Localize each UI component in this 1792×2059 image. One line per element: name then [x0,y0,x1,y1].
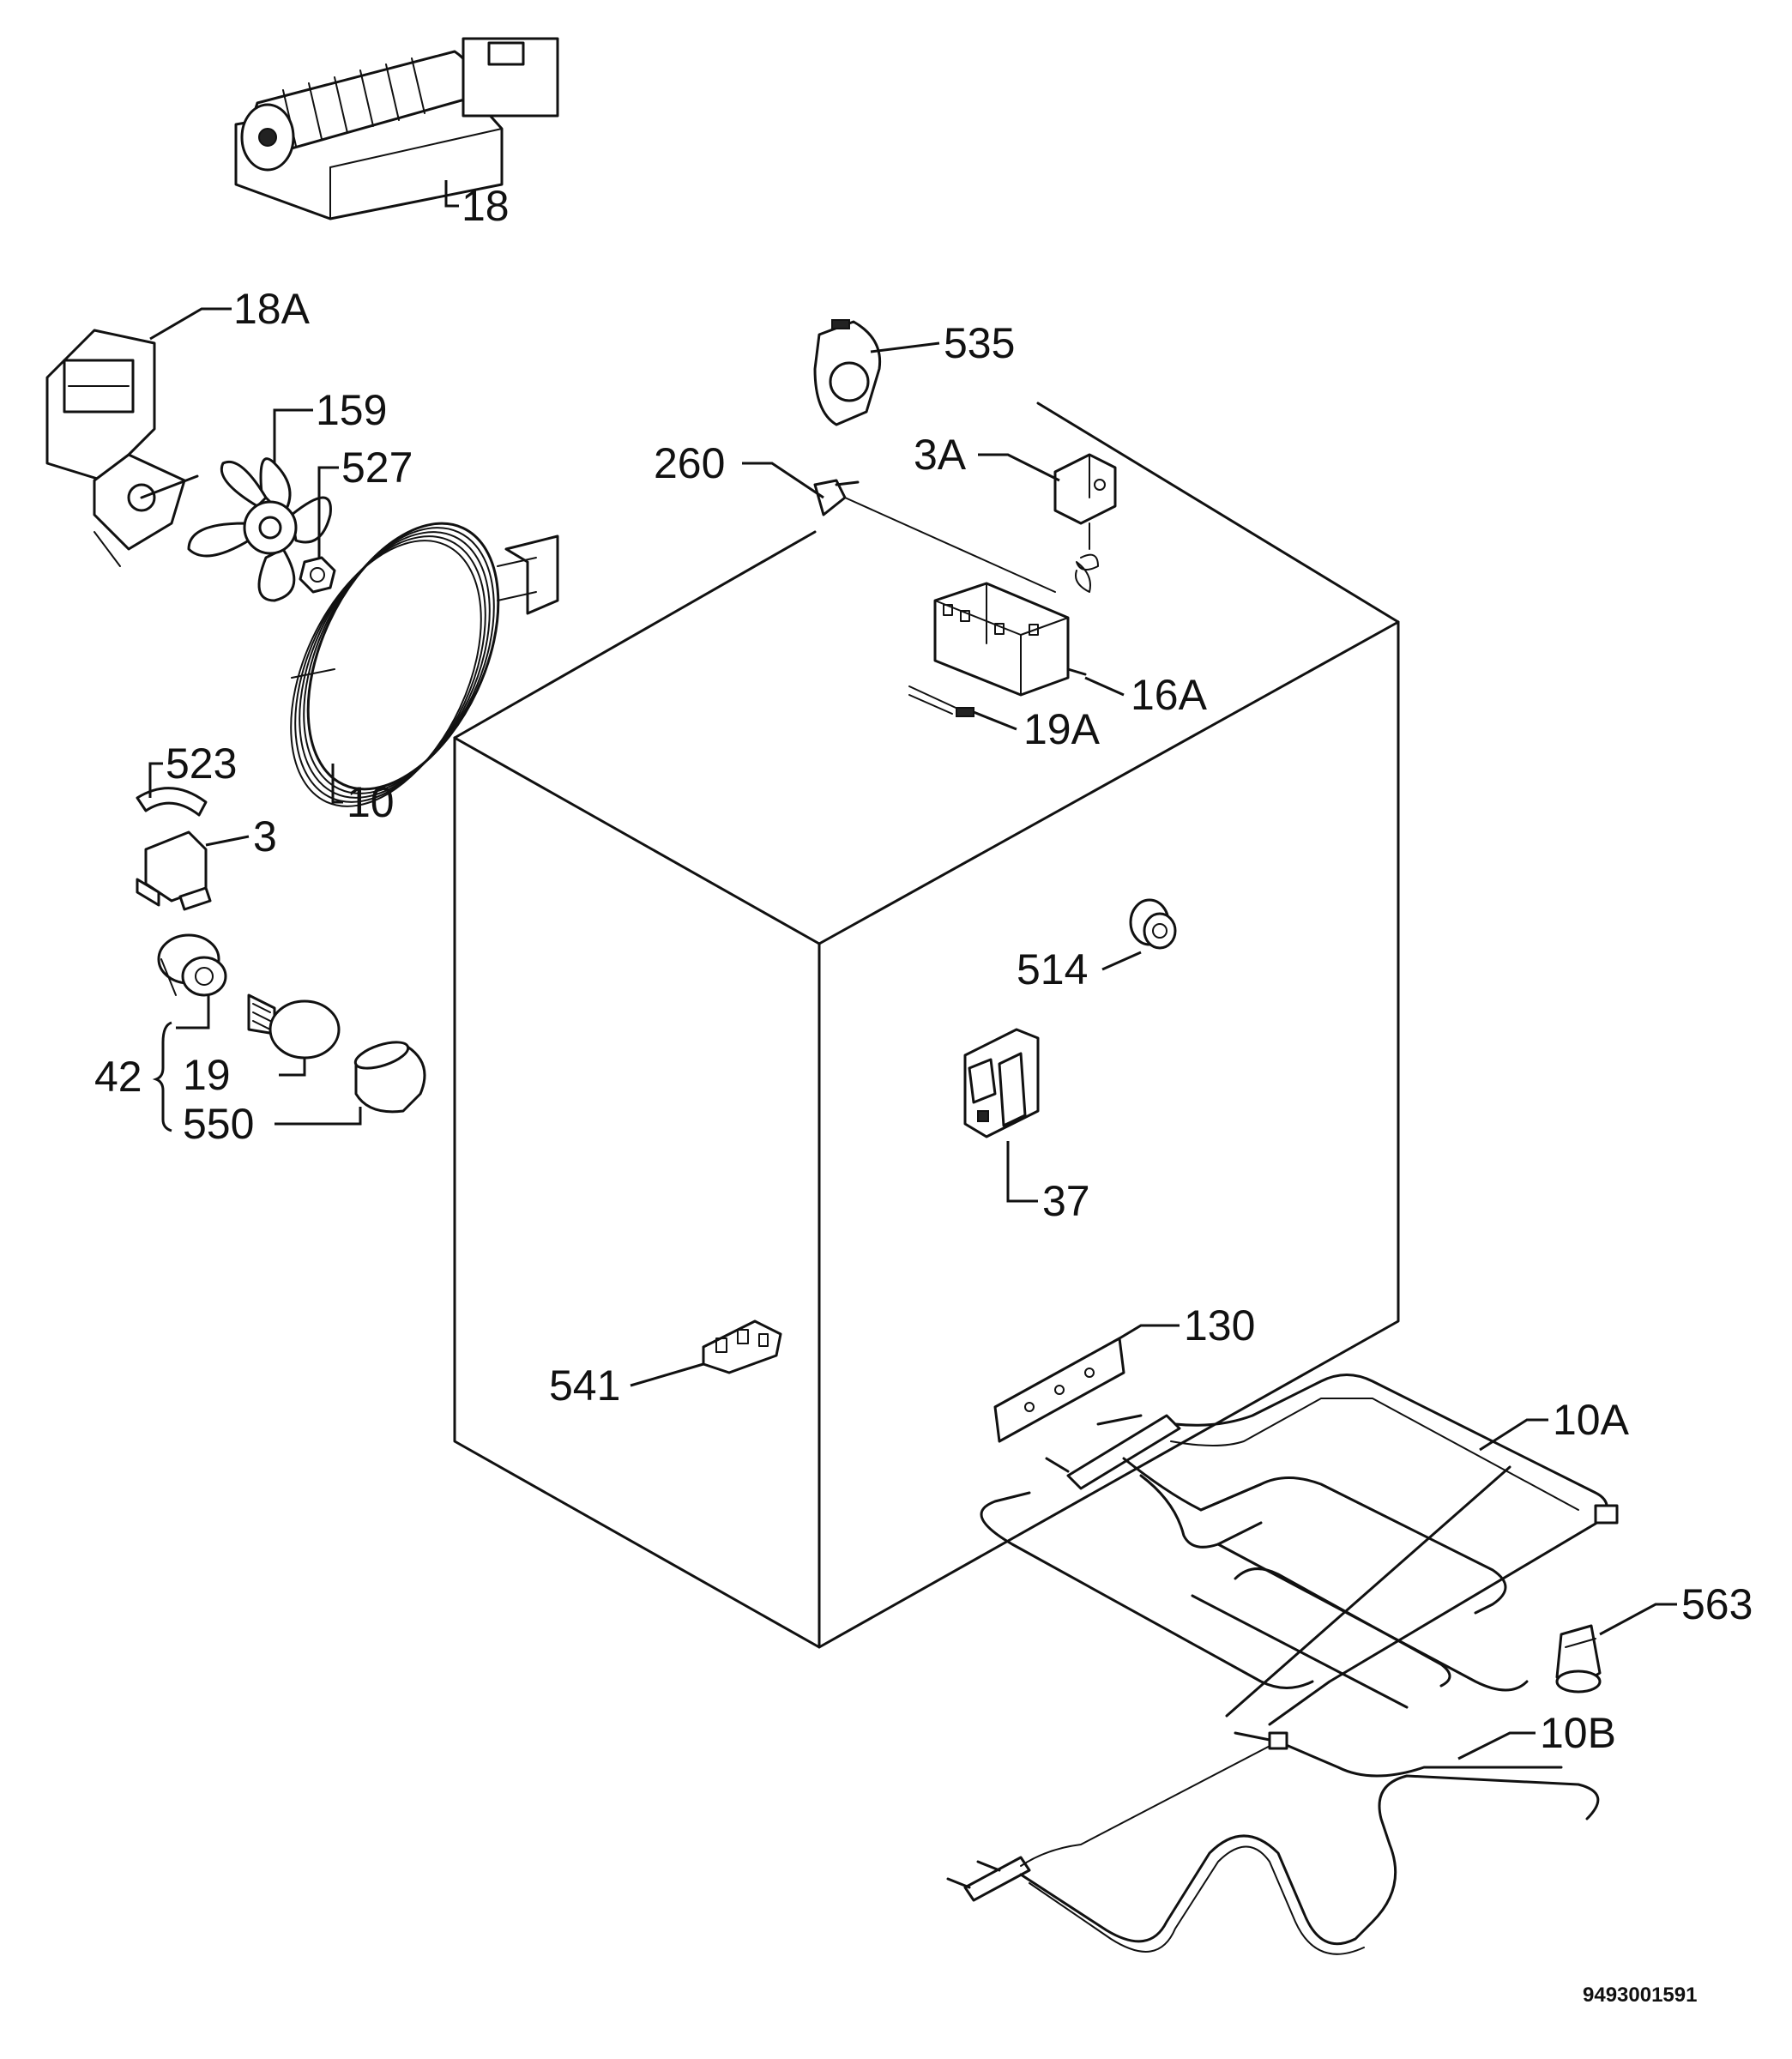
callout-563: 563 [1681,1580,1753,1628]
foot-563 [1555,1624,1602,1694]
lamp-bracket-42 [152,1021,172,1132]
oven-cabinet [453,402,1400,1649]
leader-3 [205,835,250,847]
callout-10: 10 [347,778,395,826]
leader-159 [273,408,313,463]
leader-130 [1119,1324,1180,1340]
leader-563 [1599,1603,1677,1636]
callout-18: 18 [462,182,510,230]
leader-10a [1479,1418,1548,1452]
callout-159: 159 [316,386,387,434]
wire-connector-19a [908,685,974,717]
leader-535 [870,341,940,353]
leader-37 [1006,1141,1038,1203]
leader-527 [317,466,339,558]
leader-514 [1101,951,1142,971]
callout-42: 42 [94,1053,142,1101]
callout-16a: 16A [1131,671,1208,719]
leader-18 [444,180,459,208]
callout-18a: 18A [233,285,311,333]
callout-523: 523 [166,740,237,788]
callout-37: 37 [1042,1177,1090,1225]
leader-10b [1457,1731,1536,1760]
circular-element-10 [290,522,559,807]
callout-550: 550 [183,1100,254,1148]
grommet-514 [1129,898,1177,950]
leader-260 [742,462,824,499]
selector-switch-16a [933,582,1087,697]
drawing-number: 9493001591 [1583,1984,1697,2007]
bracket-37 [963,1028,1040,1138]
fan-blade-159 [187,457,332,602]
leader-16a [1084,676,1125,697]
leader-19 [279,1058,306,1077]
callout-535: 535 [944,319,1015,367]
lower-element-10b [946,1731,1600,1955]
leader-10 [331,764,343,804]
leader-19a [973,710,1017,731]
leader-541 [630,1362,704,1387]
callout-labels: 18 18A 159 527 10 523 3 42 19 550 535 26… [94,182,1753,2007]
callout-19: 19 [183,1051,231,1099]
clip-523 [136,787,208,817]
thermostat-3a [1053,453,1117,593]
callout-514: 514 [1017,945,1088,993]
nut-527 [299,556,336,594]
callout-10b: 10B [1540,1709,1616,1757]
grill-element-10a [980,1374,1619,1726]
fan-motor-18a [45,329,199,567]
callout-10a: 10A [1553,1396,1630,1444]
leader-18a [149,307,232,341]
leader-3a [978,453,1060,482]
lamp-socket-42 [157,933,227,997]
tangential-fan-18 [234,37,559,220]
connector-block-541 [702,1319,782,1374]
lamp-cover-550 [353,1041,426,1114]
callout-527: 527 [341,444,413,492]
callout-19a: 19A [1023,705,1101,753]
leader-523 [148,762,163,798]
leader-42 [176,995,210,1030]
cover-535 [813,319,882,426]
lamp-holder-3 [136,830,212,911]
callout-3: 3 [253,812,277,860]
plate-130 [993,1337,1125,1443]
bulb-19 [247,993,341,1060]
callout-3a: 3A [914,431,967,479]
callout-260: 260 [654,439,725,487]
sensor-probe-260 [813,479,1056,593]
callout-541: 541 [549,1362,620,1410]
callout-130: 130 [1184,1301,1255,1350]
leader-550 [275,1107,362,1126]
